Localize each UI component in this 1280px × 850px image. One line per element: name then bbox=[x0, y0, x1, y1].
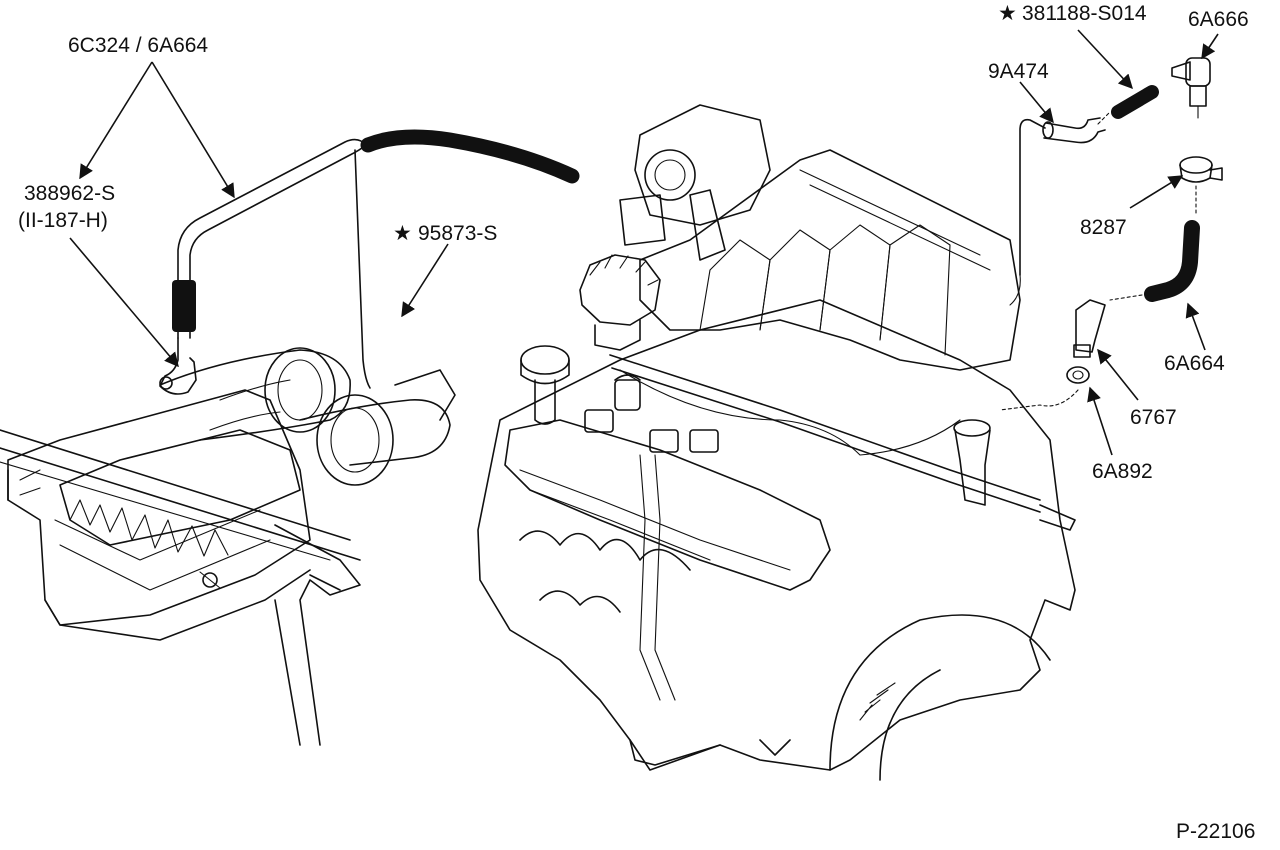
crankcase-vent-hose bbox=[159, 129, 580, 395]
label-6a664-right: 6A664 bbox=[1164, 352, 1225, 375]
label-6c324-6a664: 6C324 / 6A664 bbox=[68, 34, 208, 57]
label-381188-s014: 381188-S014 bbox=[1022, 2, 1147, 25]
air-cleaner-assembly bbox=[0, 347, 456, 746]
label-9a474: 9A474 bbox=[988, 60, 1049, 83]
label-ii-187-h: (II-187-H) bbox=[18, 209, 108, 232]
leader-arrows bbox=[69, 29, 1219, 456]
label-6767: 6767 bbox=[1130, 406, 1177, 429]
label-388962-s: 388962-S bbox=[24, 182, 115, 205]
pcv-parts-exploded bbox=[999, 57, 1223, 411]
figure-number: P-22106 bbox=[1176, 820, 1255, 843]
label-95873-s: 95873-S bbox=[418, 222, 497, 245]
label-6a666: 6A666 bbox=[1188, 8, 1249, 31]
callout-labels: 6C324 / 6A664 388962-S (II-187-H) ★ 9587… bbox=[18, 2, 1255, 843]
engine-block bbox=[477, 104, 1076, 781]
label-8287: 8287 bbox=[1080, 216, 1127, 239]
star-95873-icon: ★ bbox=[393, 222, 412, 245]
label-6a892: 6A892 bbox=[1092, 460, 1153, 483]
star-381188-icon: ★ bbox=[998, 2, 1017, 25]
